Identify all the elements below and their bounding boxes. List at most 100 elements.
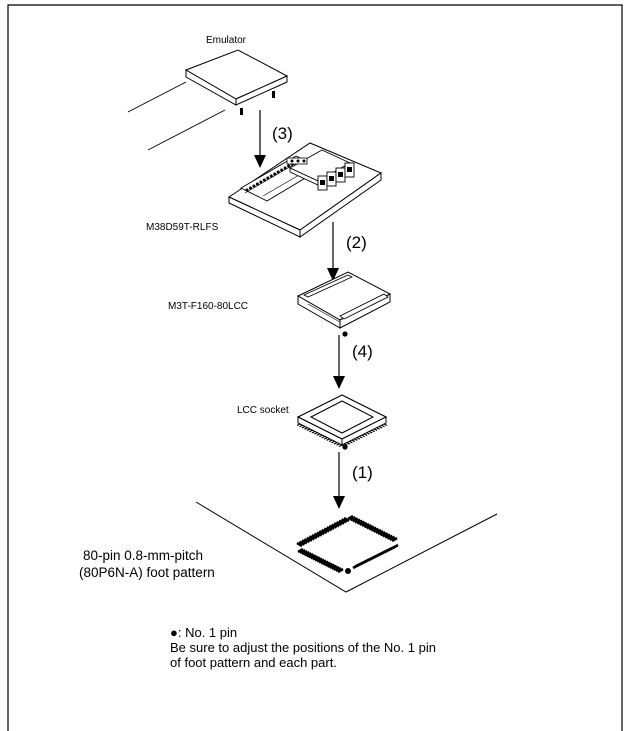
foot-pad bbox=[324, 561, 332, 567]
arrow-step-2 bbox=[327, 222, 339, 281]
foot-pad bbox=[354, 518, 361, 524]
foot-pad bbox=[303, 537, 311, 544]
pcb-illustration bbox=[195, 501, 498, 593]
emulator-illustration bbox=[127, 49, 289, 151]
foot-pad bbox=[338, 519, 345, 525]
arrow-step-1 bbox=[333, 452, 345, 509]
foot-pad bbox=[311, 533, 318, 540]
label-emulator: Emulator bbox=[206, 35, 247, 46]
diagram-frame bbox=[7, 4, 623, 731]
foot-pad bbox=[305, 552, 313, 558]
label-converter: M3T-F160-80LCC bbox=[168, 301, 249, 312]
socket-pin bbox=[296, 423, 301, 427]
foot-pad bbox=[328, 524, 335, 531]
socket-pin bbox=[306, 428, 311, 431]
socket-pin bbox=[344, 443, 348, 446]
connector-pin bbox=[273, 172, 277, 176]
arrow-step-4 bbox=[333, 335, 345, 389]
foot-pad bbox=[333, 565, 340, 572]
foot-pad bbox=[322, 560, 329, 566]
foot-pad bbox=[301, 539, 308, 545]
foot-pad bbox=[335, 566, 342, 573]
foot-pad bbox=[372, 527, 380, 533]
socket-pin bbox=[316, 433, 321, 436]
foot-pad bbox=[377, 529, 384, 536]
board-illustration bbox=[227, 142, 383, 238]
socket-pin bbox=[368, 430, 373, 434]
socket-pin bbox=[363, 433, 368, 436]
connector-pin bbox=[283, 166, 287, 170]
socket-pin bbox=[346, 441, 351, 445]
socket-pin bbox=[349, 440, 353, 444]
socket-pin bbox=[314, 432, 318, 435]
connector-pin bbox=[287, 164, 291, 168]
step-4-label: (4) bbox=[352, 342, 373, 361]
foot-pad bbox=[365, 524, 373, 530]
connector-pin bbox=[262, 178, 266, 182]
socket-pin bbox=[378, 425, 383, 429]
foot-pad bbox=[299, 548, 306, 555]
foot-pad bbox=[331, 564, 338, 570]
foot-pad bbox=[303, 551, 310, 557]
socket-pin bbox=[321, 435, 325, 439]
foot-pad bbox=[308, 535, 316, 541]
step-2-label: (2) bbox=[346, 233, 367, 252]
socket-pin bbox=[309, 429, 313, 433]
foot-pad bbox=[392, 543, 399, 550]
socket-pin bbox=[371, 429, 375, 433]
foot-pad bbox=[356, 519, 363, 525]
foot-pad bbox=[375, 528, 382, 535]
foot-pad bbox=[326, 562, 334, 568]
foot-pad bbox=[389, 535, 396, 541]
converter-illustration bbox=[296, 271, 392, 337]
socket-pin bbox=[326, 438, 330, 441]
label-foot-pattern-line2: (80P6N-A) foot pattern bbox=[79, 565, 215, 580]
foot-pad bbox=[333, 522, 340, 528]
foot-pad bbox=[343, 516, 350, 523]
foot-pad bbox=[316, 531, 323, 537]
connector-pin bbox=[276, 170, 280, 174]
socket-pin bbox=[323, 437, 328, 440]
foot-pad bbox=[307, 553, 315, 559]
pin1-dot bbox=[345, 568, 351, 574]
label-board: M38D59T-RLFS bbox=[146, 222, 219, 233]
socket-pin bbox=[336, 443, 340, 446]
socket-pin bbox=[318, 434, 323, 438]
foot-pad bbox=[312, 555, 319, 561]
socket-pin bbox=[351, 439, 356, 443]
step-3-label: (3) bbox=[272, 124, 293, 143]
socket-pin bbox=[356, 437, 361, 440]
foot-pad bbox=[363, 522, 370, 529]
connector-pin bbox=[248, 186, 252, 190]
foot-pad bbox=[351, 517, 359, 523]
foot-pad bbox=[368, 525, 375, 531]
foot-pad bbox=[328, 563, 336, 569]
note-line1: Be sure to adjust the positions of the N… bbox=[170, 640, 436, 655]
foot-pad bbox=[314, 556, 321, 562]
arrow-step-3 bbox=[254, 110, 266, 168]
socket-pin bbox=[381, 424, 385, 428]
connector-pin bbox=[252, 184, 256, 188]
connector-pin bbox=[259, 180, 263, 184]
foot-pad bbox=[313, 532, 320, 538]
socket-pin bbox=[361, 434, 366, 438]
foot-pad bbox=[361, 521, 368, 528]
socket-pin bbox=[366, 432, 370, 435]
pin1-dot bbox=[342, 331, 348, 337]
socket-pin bbox=[328, 439, 333, 443]
foot-pad bbox=[386, 534, 394, 540]
foot-pad bbox=[321, 528, 328, 534]
socket-pin bbox=[311, 430, 316, 434]
note-line2: of foot pattern and each part. bbox=[170, 655, 337, 670]
step-1-label: (1) bbox=[352, 463, 373, 482]
socket-pin bbox=[301, 425, 306, 429]
socket-pin bbox=[376, 427, 380, 430]
foot-pad bbox=[349, 516, 356, 522]
socket-pin bbox=[383, 423, 388, 427]
label-socket: LCC socket bbox=[237, 405, 289, 416]
socket-pin bbox=[338, 444, 343, 448]
socket-pin bbox=[304, 427, 308, 430]
socket-pin bbox=[373, 428, 378, 431]
foot-pad bbox=[358, 520, 366, 526]
